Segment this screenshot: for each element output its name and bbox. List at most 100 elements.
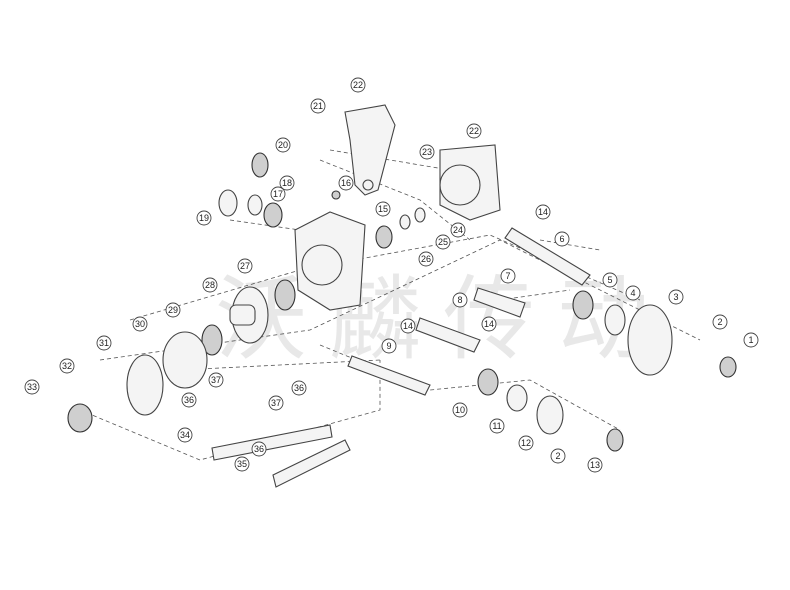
- oil-seal-1: [719, 356, 737, 378]
- callout-circle: [500, 268, 516, 284]
- worm-wheel-hub: [229, 304, 256, 326]
- callout-16: 16: [338, 175, 354, 191]
- callout-circle: [208, 372, 224, 388]
- callout-label: 3: [673, 292, 678, 302]
- callout-label: 29: [168, 305, 178, 315]
- callout-20: 20: [275, 137, 291, 153]
- callout-10: 10: [452, 402, 468, 418]
- callout-11: 11: [489, 418, 505, 434]
- worm-shaft-6: [504, 227, 591, 286]
- callout-circle: [268, 395, 284, 411]
- callout-36: 36: [291, 380, 307, 396]
- callout-circle: [237, 258, 253, 274]
- callout-circle: [165, 302, 181, 318]
- callout-circle: [489, 418, 505, 434]
- callout-4: 4: [625, 285, 641, 301]
- torque-arm: [344, 104, 396, 196]
- callout-circle: [338, 175, 354, 191]
- callout-32: 32: [59, 358, 75, 374]
- callout-21: 21: [310, 98, 326, 114]
- callout-circle: [712, 314, 728, 330]
- callout-circle: [202, 277, 218, 293]
- callout-3: 3: [668, 289, 684, 305]
- callout-label: 6: [559, 234, 564, 244]
- callout-label: 36: [184, 395, 194, 405]
- callout-label: 20: [278, 140, 288, 150]
- oil-seal-13: [606, 428, 624, 452]
- callout-circle: [310, 98, 326, 114]
- callout-28: 28: [202, 277, 218, 293]
- callout-circle: [535, 204, 551, 220]
- cover-31: [126, 354, 164, 416]
- callout-label: 22: [469, 126, 479, 136]
- callout-label: 25: [438, 237, 448, 247]
- callout-circle: [452, 402, 468, 418]
- callout-circle: [450, 222, 466, 238]
- callout-label: 34: [180, 430, 190, 440]
- callout-label: 31: [99, 338, 109, 348]
- callout-7: 7: [500, 268, 516, 284]
- callout-label: 32: [62, 361, 72, 371]
- callout-label: 9: [386, 341, 391, 351]
- callout-circle: [251, 441, 267, 457]
- callout-circle: [668, 289, 684, 305]
- o-ring-11: [506, 384, 528, 412]
- callout-label: 30: [135, 319, 145, 329]
- callout-14: 14: [535, 204, 551, 220]
- circlip-19: [218, 189, 238, 217]
- bearing-5: [572, 290, 594, 320]
- callout-2: 2: [712, 314, 728, 330]
- bearing-10: [477, 368, 499, 396]
- callout-13: 13: [587, 457, 603, 473]
- callout-36: 36: [181, 392, 197, 408]
- callout-circle: [291, 380, 307, 396]
- callout-circle: [518, 435, 534, 451]
- callout-19: 19: [196, 210, 212, 226]
- callout-label: 26: [421, 254, 431, 264]
- callout-27: 27: [237, 258, 253, 274]
- callout-29: 29: [165, 302, 181, 318]
- callout-5: 5: [602, 272, 618, 288]
- worm-shaft-9: [347, 355, 431, 396]
- callout-circle: [587, 457, 603, 473]
- callout-30: 30: [132, 316, 148, 332]
- callout-33: 33: [24, 379, 40, 395]
- callout-22: 22: [466, 123, 482, 139]
- callout-label: 24: [453, 225, 463, 235]
- callout-label: 2: [717, 317, 722, 327]
- bearing-29: [201, 324, 223, 356]
- callout-24: 24: [450, 222, 466, 238]
- callout-label: 37: [211, 375, 221, 385]
- callout-label: 36: [254, 444, 264, 454]
- callout-label: 5: [607, 275, 612, 285]
- circlip-18: [247, 194, 263, 216]
- callout-label: 14: [484, 319, 494, 329]
- callout-circle: [375, 201, 391, 217]
- parts: [67, 104, 737, 488]
- callout-circle: [435, 234, 451, 250]
- callout-circle: [743, 332, 759, 348]
- callout-label: 12: [521, 438, 531, 448]
- callout-17: 17: [270, 186, 286, 202]
- callout-label: 11: [492, 421, 501, 431]
- callout-circle: [452, 292, 468, 308]
- oil-seal-20: [251, 152, 269, 178]
- oil-seal-33: [67, 403, 93, 433]
- callout-circle: [625, 285, 641, 301]
- circlip-24: [414, 207, 426, 223]
- callout-circle: [481, 316, 497, 332]
- vent-plug-16: [331, 190, 341, 200]
- callout-37: 37: [268, 395, 284, 411]
- callout-34: 34: [177, 427, 193, 443]
- worm-shaft-7: [473, 287, 526, 318]
- callout-label: 36: [294, 383, 304, 393]
- callout-15: 15: [375, 201, 391, 217]
- callout-circle: [550, 448, 566, 464]
- callout-label: 16: [341, 178, 351, 188]
- callout-14: 14: [400, 318, 416, 334]
- callout-circle: [602, 272, 618, 288]
- housing-bore: [301, 244, 343, 286]
- callout-label: 33: [27, 382, 37, 392]
